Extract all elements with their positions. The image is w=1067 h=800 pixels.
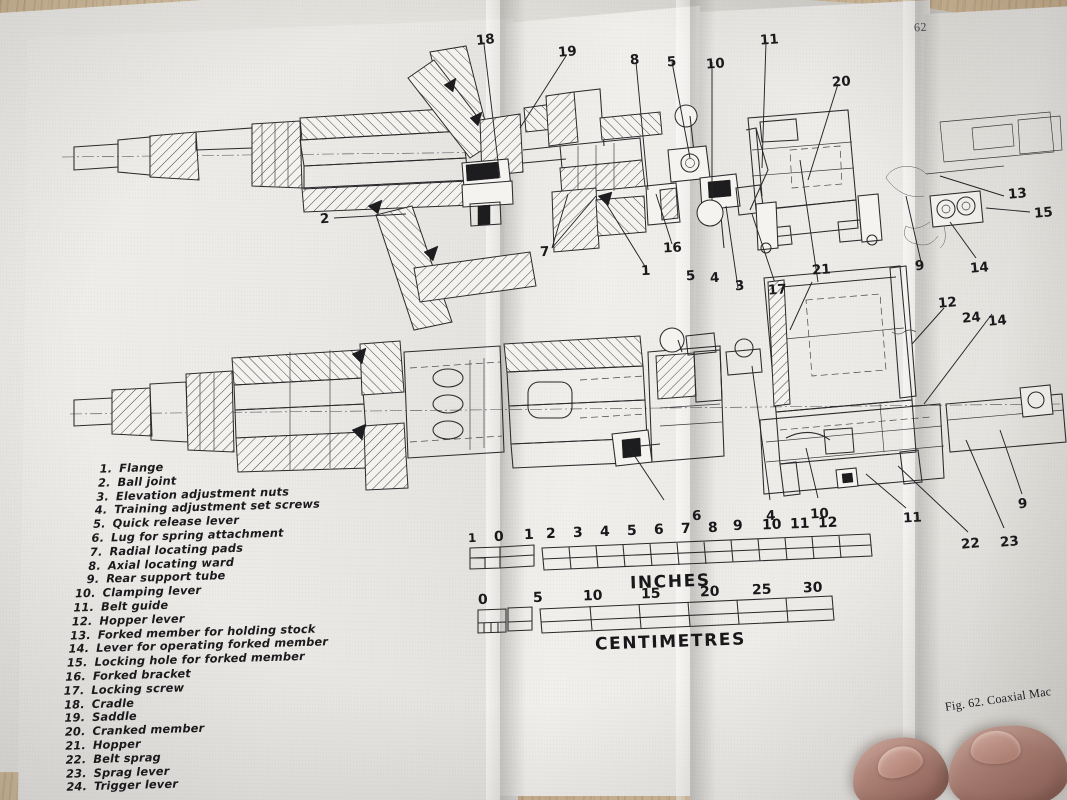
callout-14: 14 <box>969 259 990 277</box>
legend-number: 2. <box>97 475 111 490</box>
inches-tick: 1 <box>523 526 535 544</box>
inches-tick: 11 <box>789 515 810 533</box>
hand-holding-page <box>848 721 1067 800</box>
callout-19: 19 <box>557 43 578 61</box>
legend-number: 24. <box>66 779 88 795</box>
callout-11b: 11 <box>902 509 923 527</box>
callout-15: 15 <box>1033 204 1054 222</box>
cm-tick: 10 <box>582 587 603 605</box>
legend-number: 20. <box>64 724 86 739</box>
cm-tick: 5 <box>532 589 544 607</box>
cm-tick: 25 <box>751 581 772 599</box>
cm-tick: 15 <box>640 585 661 603</box>
inches-tick: 7 <box>680 520 692 538</box>
callout-10b: 10 <box>809 505 830 523</box>
callout-16: 16 <box>662 239 683 257</box>
callout-18: 18 <box>475 31 496 49</box>
callout-4b: 4 <box>709 269 720 287</box>
legend-number: 7. <box>89 544 103 559</box>
callout-5b: 5 <box>685 267 696 285</box>
inches-tick: 2 <box>545 525 557 543</box>
callout-9b: 9 <box>1017 495 1029 513</box>
legend-number: 6. <box>91 530 105 545</box>
foldout-panel-center-left <box>500 5 700 796</box>
fingernail-left <box>873 741 926 783</box>
inches-tick: 5 <box>626 522 638 540</box>
inches-tick: 0 <box>493 528 505 546</box>
page-number: 62 <box>913 19 928 35</box>
cm-tick: 20 <box>699 583 720 601</box>
finger-right <box>945 721 1067 800</box>
inches-tick: 9 <box>732 517 744 535</box>
callout-10: 10 <box>705 55 726 73</box>
inches-tick: 8 <box>707 519 719 537</box>
legend-number: 10. <box>74 586 96 601</box>
callout-4c: 4 <box>765 507 776 525</box>
legend-number: 17. <box>63 682 85 698</box>
foldout-panel-center-right <box>690 0 930 800</box>
legend-number: 22. <box>65 751 87 767</box>
inches-tick: 3 <box>572 524 584 542</box>
callout-24: 24 <box>961 309 982 327</box>
callout-22: 22 <box>960 535 981 553</box>
callout-1: 1 <box>640 262 651 280</box>
inches-tick: 4 <box>599 523 611 541</box>
callout-21: 21 <box>811 261 832 279</box>
finger-left <box>848 732 952 800</box>
legend-label: Trigger lever <box>93 776 179 794</box>
callout-5: 5 <box>666 53 677 71</box>
parts-legend-list: 1. Flange 2. Ball joint 3. Elevation adj… <box>52 455 391 795</box>
callout-13: 13 <box>1007 185 1028 203</box>
callout-20: 20 <box>831 73 852 91</box>
inches-tick: 1 <box>467 530 477 546</box>
legend-number: 21. <box>65 738 87 753</box>
legend-number: 15. <box>66 655 88 670</box>
callout-2: 2 <box>319 210 330 228</box>
legend-number: 1. <box>99 461 113 476</box>
callout-6: 6 <box>691 507 702 525</box>
legend-number: 9. <box>86 572 100 587</box>
fingernail-right <box>970 729 1022 765</box>
legend-number: 16. <box>65 669 87 684</box>
legend-number: 11. <box>73 599 95 615</box>
legend-number: 12. <box>71 613 93 629</box>
cm-tick: 30 <box>802 579 823 597</box>
inches-tick: 6 <box>653 521 665 539</box>
callout-9: 9 <box>914 257 926 275</box>
callout-14b: 14 <box>987 312 1008 330</box>
cm-tick: 0 <box>477 591 489 609</box>
foldout-panel-right <box>915 6 1067 800</box>
callout-12: 12 <box>937 294 958 312</box>
callout-8: 8 <box>629 51 640 69</box>
callout-7: 7 <box>539 243 550 261</box>
callout-11: 11 <box>759 31 780 49</box>
callout-23: 23 <box>999 533 1020 551</box>
callout-17: 17 <box>767 281 788 299</box>
legend-label: Locking screw <box>91 680 185 697</box>
callout-3: 3 <box>734 277 745 295</box>
